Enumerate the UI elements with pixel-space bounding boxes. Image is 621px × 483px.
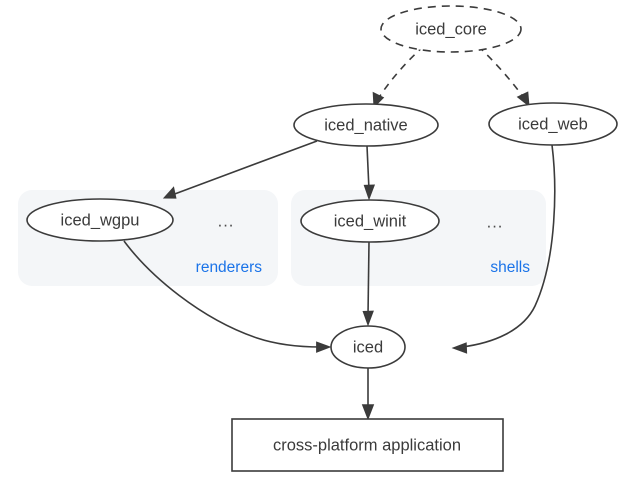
node-iced-web-shape[interactable] (488, 102, 618, 146)
edge-winit-to-iced-path (367, 241, 370, 317)
node-iced-winit-label: iced_winit (334, 212, 407, 230)
edge-web-to-iced-path (461, 144, 556, 348)
node-iced-core[interactable]: iced_core (380, 5, 522, 53)
node-iced-core-shape[interactable] (380, 5, 522, 53)
cluster-renderers-label: renderers (196, 259, 263, 276)
renderers-ellipsis-label: ... (218, 212, 235, 230)
node-iced-native-label: iced_native (324, 116, 407, 134)
node-iced-winit-shape[interactable] (300, 199, 440, 243)
edge-core-to-native (372, 45, 425, 109)
edge-core-to-web-arrowhead (516, 91, 530, 108)
edge-core-to-web-path (477, 45, 525, 99)
edge-winit-to-iced (362, 241, 374, 327)
node-renderers-more: ... (218, 212, 235, 230)
node-iced-label: iced (353, 338, 383, 356)
edge-winit-to-iced-arrowhead (362, 310, 374, 327)
edge-web-to-iced-arrowhead (451, 342, 468, 354)
node-iced-wgpu-shape[interactable] (26, 198, 174, 242)
edge-native-to-wgpu-arrowhead (162, 186, 177, 199)
node-application-shape[interactable] (231, 418, 504, 472)
edge-core-to-web (477, 45, 530, 108)
edge-native-to-winit-path (366, 145, 370, 191)
edge-native-to-wgpu (162, 140, 318, 199)
node-iced-wgpu-label: iced_wgpu (61, 211, 140, 229)
edge-native-to-winit-arrowhead (363, 184, 376, 201)
edge-native-to-winit (363, 145, 376, 201)
cluster-shells-label: shells (490, 259, 530, 276)
node-iced-native-shape[interactable] (293, 103, 439, 147)
edge-native-to-wgpu-path (171, 140, 318, 196)
node-iced-web[interactable]: iced_web (488, 102, 618, 146)
node-iced[interactable]: iced (330, 325, 406, 369)
node-iced-winit[interactable]: iced_winit (300, 199, 440, 243)
edge-iced-to-application-arrowhead (361, 404, 375, 421)
node-iced-native[interactable]: iced_native (293, 103, 439, 147)
edge-wgpu-to-iced-path (123, 240, 322, 348)
node-iced-web-label: iced_web (518, 115, 588, 133)
node-iced-core-label: iced_core (415, 20, 487, 38)
node-shells-more: ... (487, 213, 504, 231)
edge-core-to-native-path (377, 45, 425, 100)
edge-wgpu-to-iced-arrowhead (316, 341, 332, 353)
node-application[interactable]: cross-platform application (231, 418, 504, 472)
shells-ellipsis-label: ... (487, 213, 504, 231)
edge-wgpu-to-iced (123, 240, 332, 353)
node-iced-wgpu[interactable]: iced_wgpu (26, 198, 174, 242)
edge-web-to-iced (451, 144, 556, 354)
edge-iced-to-application (361, 368, 375, 421)
node-iced-shape[interactable] (330, 325, 406, 369)
node-application-label: cross-platform application (273, 436, 461, 454)
